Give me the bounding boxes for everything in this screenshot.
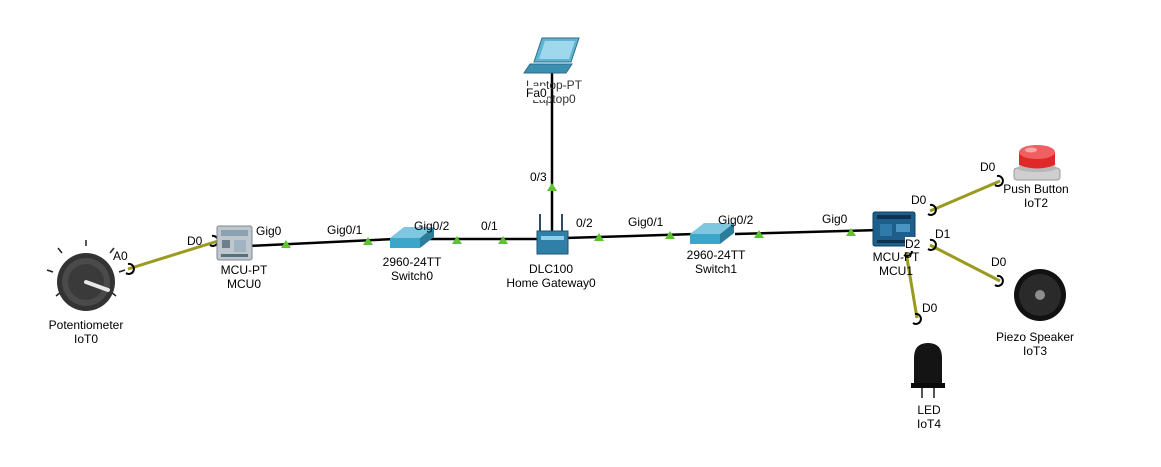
switch-icon[interactable] <box>390 227 434 248</box>
link-mcu0-switch0[interactable] <box>247 237 396 248</box>
device-label-mcu0: MCU-PT MCU0 <box>221 263 268 291</box>
port-label: D2 <box>905 237 921 251</box>
device-type: Potentiometer <box>48 318 124 332</box>
device-name: IoT0 <box>73 332 98 346</box>
device-label-switch1: 2960-24TT Switch1 <box>687 248 746 276</box>
device-label-piezo: Piezo Speaker IoT3 <box>996 330 1074 358</box>
connector-piezo <box>994 274 1004 287</box>
led-icon[interactable] <box>911 343 945 398</box>
connector-mcu1-d0 <box>927 203 937 216</box>
device-name: IoT4 <box>916 417 942 431</box>
device-label-switch0: 2960-24TT Switch0 <box>383 255 442 283</box>
link-pot-mcu0[interactable] <box>127 239 219 271</box>
device-type: Piezo Speaker <box>995 330 1075 344</box>
link-gateway-switch1[interactable] <box>564 232 696 240</box>
switch-icon[interactable] <box>690 223 734 244</box>
device-type: 2960-24TT <box>686 248 746 262</box>
link-mcu1-piezo[interactable] <box>929 243 1001 283</box>
port-label: D0 <box>922 301 938 315</box>
device-name: IoT2 <box>1023 196 1049 210</box>
device-type: 2960-24TT <box>382 255 442 269</box>
link-up-icon <box>498 236 508 244</box>
device-type: MCU-PT <box>220 263 268 277</box>
device-name: IoT3 <box>1022 344 1048 358</box>
device-type: MCU-PT <box>872 250 920 264</box>
device-label-push-button: Push Button IoT2 <box>1003 182 1068 210</box>
device-name: MCU1 <box>878 264 914 278</box>
iot-connectors <box>125 174 1004 325</box>
port-label: D0 <box>911 193 927 207</box>
device-name: Home Gateway0 <box>506 276 596 290</box>
connector-pot <box>125 262 135 275</box>
device-name: Switch0 <box>390 269 434 283</box>
port-label: Gig0/1 <box>327 223 363 237</box>
mcu-board-icon[interactable] <box>872 211 916 247</box>
speaker-icon[interactable] <box>1014 269 1066 321</box>
port-label: D1 <box>935 227 951 241</box>
port-label: A0 <box>113 249 128 263</box>
link-up-icon <box>665 231 675 239</box>
link-mcu1-pushbutton[interactable] <box>929 179 1001 213</box>
device-type: Push Button <box>1003 182 1069 196</box>
connector-mcu1-d1 <box>927 238 937 251</box>
link-up-icon <box>547 183 557 191</box>
device-type: DLC100 <box>528 262 574 276</box>
link-up-icon <box>754 230 764 238</box>
link-up-icon <box>281 240 291 248</box>
port-label: Gig0/1 <box>628 215 664 229</box>
router-icon[interactable] <box>536 214 569 255</box>
link-up-icon <box>452 236 462 244</box>
device-type: LED <box>917 403 941 417</box>
link-switch1-mcu1[interactable] <box>734 228 881 236</box>
port-label: 0/3 <box>530 170 547 184</box>
port-label: Gig0/2 <box>718 213 754 227</box>
iot-links <box>127 179 1001 319</box>
device-name: MCU0 <box>226 277 262 291</box>
port-label: D0 <box>187 234 203 248</box>
potentiometer-icon[interactable] <box>46 240 126 311</box>
link-status-indicators <box>281 183 856 248</box>
port-label: Gig0/2 <box>414 219 450 233</box>
link-up-icon <box>846 228 856 236</box>
link-up-icon <box>363 237 373 245</box>
port-label: D0 <box>991 255 1007 269</box>
device-label-gateway: DLC100 Home Gateway0 <box>506 262 595 290</box>
connector-led <box>912 312 922 325</box>
device-name: Switch1 <box>694 262 738 276</box>
port-label: Gig0 <box>822 212 848 226</box>
port-label: 0/2 <box>576 216 593 230</box>
port-label: 0/1 <box>481 219 498 233</box>
port-label: Fa0 <box>526 86 547 100</box>
push-button-icon[interactable] <box>1013 145 1061 181</box>
laptop-icon[interactable] <box>523 37 580 74</box>
mcu-board-icon[interactable] <box>216 225 253 261</box>
device-label-mcu1: MCU-PT MCU1 <box>873 250 920 278</box>
device-label-potentiometer: Potentiometer IoT0 <box>49 318 124 346</box>
link-up-icon <box>594 233 604 241</box>
link-mcu1-led[interactable] <box>904 251 919 319</box>
device-label-led: LED IoT4 <box>917 403 941 431</box>
port-label: D0 <box>980 160 996 174</box>
port-label: Gig0 <box>256 224 282 238</box>
connector-pb <box>994 174 1004 187</box>
